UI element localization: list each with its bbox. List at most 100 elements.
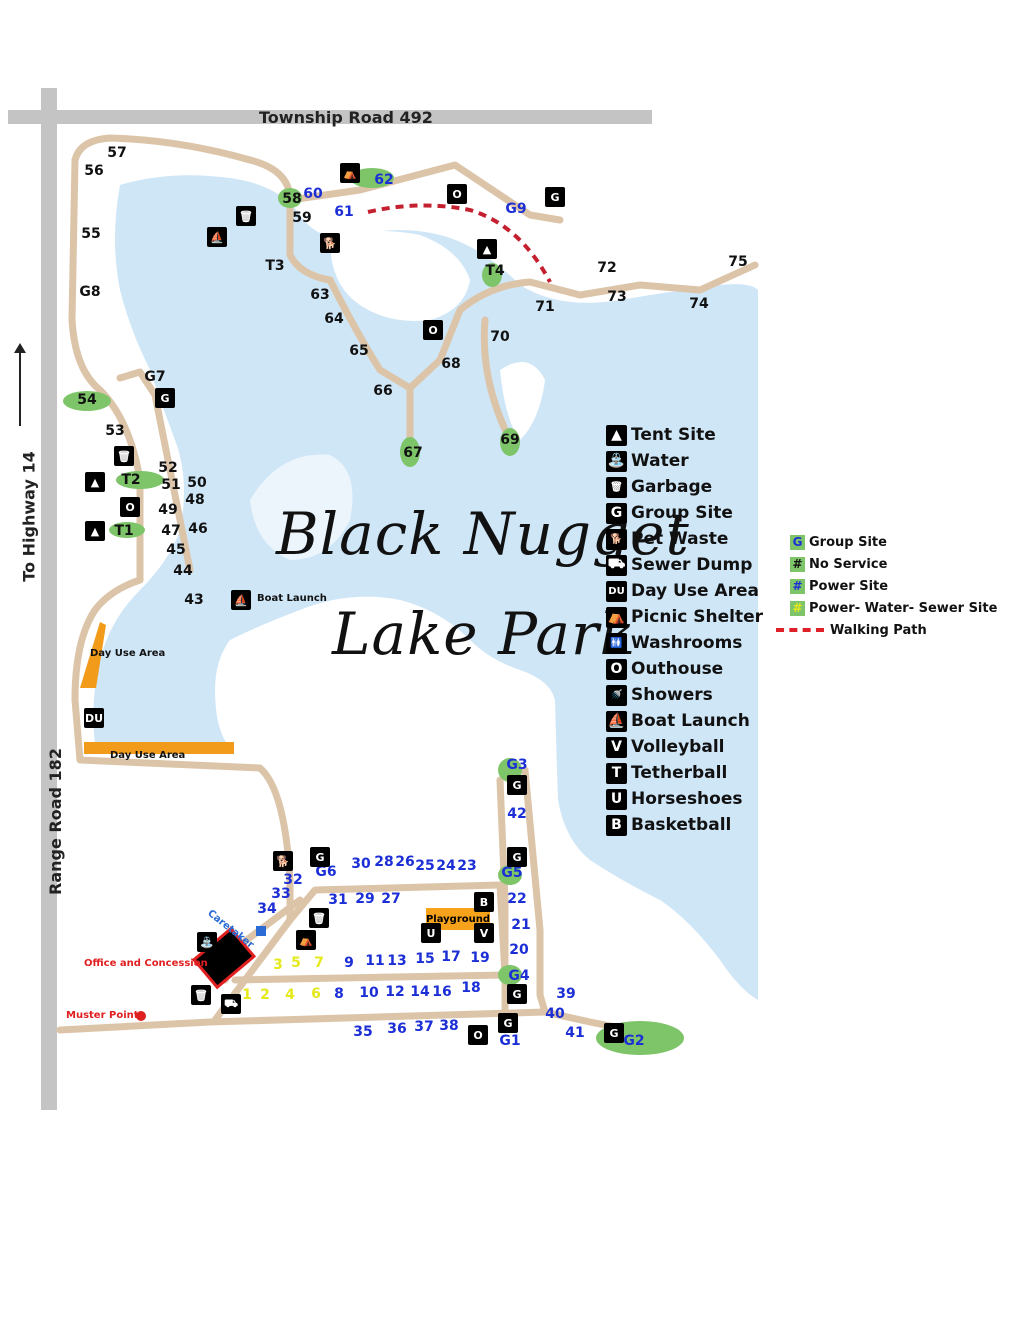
day-use-icon: DU (606, 580, 627, 602)
site-1: 1 (242, 987, 252, 1003)
site-9: 9 (344, 955, 354, 971)
garbage-icon: 🗑 (191, 985, 211, 1005)
site-62: 62 (374, 172, 394, 188)
site-type-label: Power- Water- Sewer Site (809, 600, 998, 616)
site-type-row: Walking Path (776, 619, 997, 641)
site-t4: T4 (485, 263, 505, 279)
legend-row: 🐕Pet Waste (606, 526, 763, 552)
site-55: 55 (81, 226, 101, 242)
site-g7: G7 (144, 369, 166, 385)
boat-launch-icon: ⛵ (231, 590, 251, 610)
legend-label: Tent Site (631, 425, 716, 445)
legend-label: Tetherball (631, 763, 728, 783)
site-64: 64 (324, 311, 344, 327)
site-12: 12 (385, 984, 405, 1000)
group-icon: G (155, 388, 175, 408)
site-67: 67 (403, 445, 423, 461)
site-61: 61 (334, 204, 354, 220)
legend-label: Outhouse (631, 659, 724, 679)
site-47: 47 (161, 523, 181, 539)
site-13: 13 (387, 953, 407, 969)
site-g9: G9 (505, 201, 527, 217)
site-14: 14 (410, 984, 430, 1000)
legend-row: ⛺Picnic Shelter (606, 604, 763, 630)
lake (93, 175, 759, 1000)
highway-label: To Highway 14 (19, 451, 39, 582)
pet-waste-icon: 🐕 (606, 528, 627, 550)
site-39: 39 (556, 986, 576, 1002)
day-use-label-1: Day Use Area (90, 648, 166, 659)
site-68: 68 (441, 356, 461, 372)
boat-launch-icon: ⛵ (207, 227, 227, 247)
tent-icon: ▲ (85, 521, 105, 541)
site-g1: G1 (499, 1033, 521, 1049)
park-title-line2: Lake Park (332, 600, 636, 668)
site-30: 30 (351, 856, 371, 872)
site-60: 60 (303, 186, 323, 202)
site-42: 42 (507, 806, 527, 822)
site-type-swatch: # (790, 578, 805, 594)
site-10: 10 (359, 985, 379, 1001)
site-11: 11 (365, 953, 385, 969)
outhouse-icon: O (447, 184, 467, 204)
legend-label: Horseshoes (631, 789, 743, 809)
site-71: 71 (535, 299, 555, 315)
site-7: 7 (314, 955, 324, 971)
group-icon: G (604, 1023, 624, 1043)
shower-icon: 🚿 (606, 684, 627, 706)
site-38: 38 (439, 1018, 459, 1034)
site-57: 57 (107, 145, 127, 161)
legend-label: Washrooms (631, 633, 743, 653)
legend-label: Picnic Shelter (631, 607, 764, 627)
site-g8: G8 (79, 284, 101, 300)
tetherball-icon: T (606, 762, 627, 784)
site-8: 8 (334, 986, 344, 1002)
outhouse-icon: O (120, 497, 140, 517)
site-24: 24 (436, 858, 456, 874)
walking-path (367, 203, 552, 283)
site-28: 28 (374, 854, 394, 870)
site-t3: T3 (265, 258, 285, 274)
office-label: Office and Concession (84, 958, 208, 969)
legend-label: Boat Launch (631, 711, 750, 731)
picnic-icon: ⛺ (340, 163, 360, 183)
horseshoe-icon: U (421, 923, 441, 943)
site-type-row: #Power Site (790, 575, 997, 597)
water-icon: ⛲ (606, 450, 627, 472)
site-20: 20 (509, 942, 529, 958)
site-23: 23 (457, 858, 477, 874)
site-type-row: #No Service (790, 553, 997, 575)
group-icon: G (507, 984, 527, 1004)
garbage-icon: 🗑 (236, 206, 256, 226)
group-icon: G (606, 502, 627, 524)
site-25: 25 (415, 858, 435, 874)
outhouse-icon: O (468, 1025, 488, 1045)
site-48: 48 (185, 492, 205, 508)
site-31: 31 (328, 892, 348, 908)
water-icon: ⛲ (197, 932, 217, 952)
township-road-label: Township Road 492 (259, 108, 433, 127)
legend-label: Water (631, 451, 689, 471)
volleyball-icon: V (606, 736, 627, 758)
site-17: 17 (441, 949, 461, 965)
site-5: 5 (291, 955, 301, 971)
muster-point-marker (136, 1011, 146, 1021)
tent-icon: ▲ (606, 424, 627, 446)
picnic-icon: ⛺ (606, 606, 627, 628)
site-44: 44 (173, 563, 193, 579)
site-26: 26 (395, 854, 415, 870)
site-type-label: No Service (809, 556, 888, 572)
site-g5: G5 (501, 865, 523, 881)
legend-label: Pet Waste (631, 529, 729, 549)
roads (8, 88, 652, 1110)
legend-row: ⛟Sewer Dump (606, 552, 763, 578)
highway-arrow (19, 346, 21, 426)
site-75: 75 (728, 254, 748, 270)
basketball-icon: B (606, 814, 627, 836)
day-use-icon: DU (84, 708, 104, 728)
site-27: 27 (381, 891, 401, 907)
